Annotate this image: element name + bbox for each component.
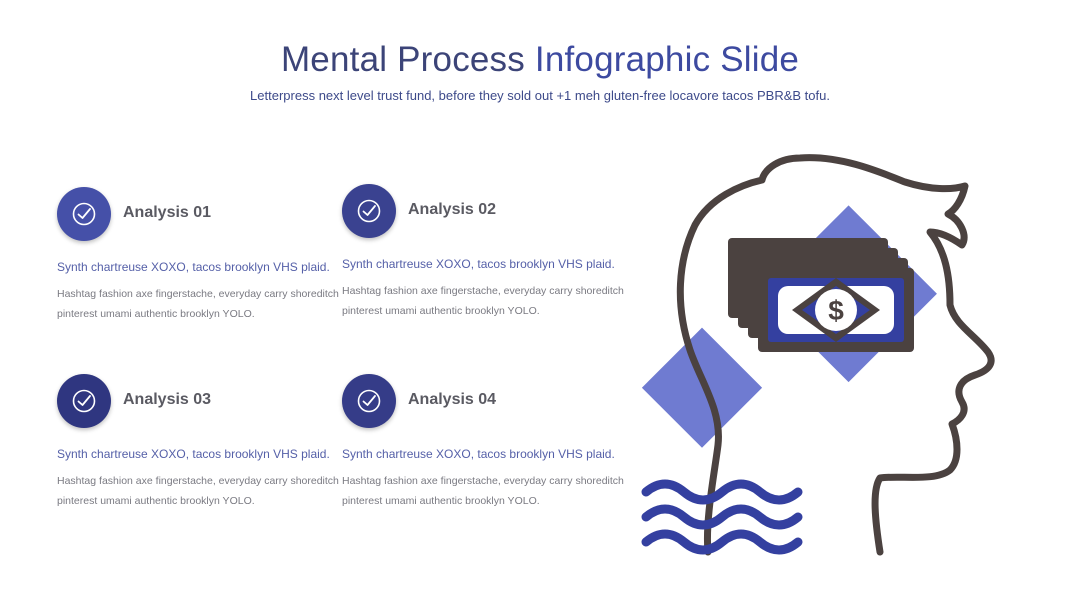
head-outline	[676, 154, 995, 556]
card-body-text: Hashtag fashion axe fingerstache, everyd…	[57, 475, 339, 507]
check-circle-icon	[342, 184, 396, 238]
card-title: Analysis 03	[123, 391, 212, 408]
page-subtitle: Letterpress next level trust fund, befor…	[250, 88, 830, 103]
card-body-text: Hashtag fashion axe fingerstache, everyd…	[342, 475, 624, 507]
page-title: Mental Process Infographic Slide	[0, 40, 1080, 80]
dollar-sign-icon: $	[828, 295, 844, 326]
waves-icon	[641, 479, 803, 555]
card-lead-text: Synth chartreuse XOXO, tacos brooklyn VH…	[57, 447, 330, 461]
coin-circle	[815, 289, 857, 331]
card-title: Analysis 02	[408, 201, 497, 218]
card-body-text: Hashtag fashion axe fingerstache, everyd…	[57, 288, 339, 320]
card-lead-text: Synth chartreuse XOXO, tacos brooklyn VH…	[342, 257, 615, 271]
card-title: Analysis 01	[123, 204, 212, 221]
card-lead-text: Synth chartreuse XOXO, tacos brooklyn VH…	[57, 260, 330, 274]
check-circle-icon	[57, 374, 111, 428]
title-main: Mental Process	[280, 40, 525, 79]
card-title: Analysis 04	[408, 391, 497, 408]
card-body-text: Hashtag fashion axe fingerstache, everyd…	[342, 285, 624, 317]
card-lead-text: Synth chartreuse XOXO, tacos brooklyn VH…	[342, 447, 615, 461]
check-circle-icon	[342, 374, 396, 428]
title-accent: Infographic Slide	[534, 40, 800, 79]
head-money-icon: $	[641, 154, 995, 556]
small-diamond-shape	[641, 327, 763, 448]
check-circle-icon	[57, 187, 111, 241]
